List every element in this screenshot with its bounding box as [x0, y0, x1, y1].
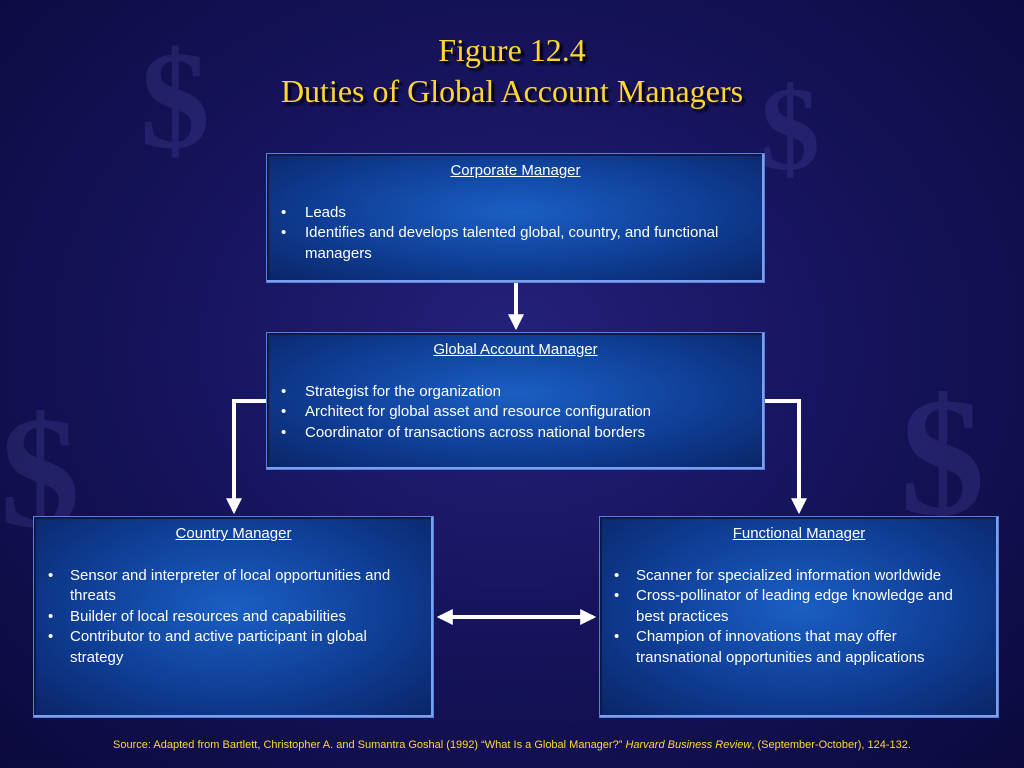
box-heading: Global Account Manager	[433, 341, 598, 358]
list-item: • Cross-pollinator of leading edge knowle…	[614, 586, 984, 627]
bullet-icon: •	[281, 423, 287, 441]
duty-text: Leads	[305, 203, 346, 221]
country-manager-box: Country Manager • Sensor and interpreter …	[33, 516, 434, 718]
bullet-icon: •	[281, 203, 287, 221]
box-heading: Corporate Manager	[450, 162, 581, 179]
duty-text: Scanner for specialized information worl…	[636, 566, 942, 584]
list-item: • Builder of local resources and capabili…	[48, 607, 419, 628]
bullet-icon: •	[614, 566, 620, 584]
duty-text: Contributor to and active participant in…	[70, 628, 367, 666]
duty-text: Builder of local resources and capabilit…	[70, 607, 346, 625]
bullet-icon: •	[48, 566, 54, 584]
bullet-icon: •	[48, 628, 54, 645]
duty-list: • Strategist for the organization • Archit…	[281, 382, 750, 444]
list-item: • Contributor to and active participant i…	[48, 627, 419, 668]
arrow-global-to-country	[226, 399, 266, 515]
bullet-icon: •	[614, 628, 620, 645]
duty-text: Strategist for the organization	[305, 382, 501, 400]
duty-text: Cross-pollinator of leading edge knowled…	[636, 587, 953, 625]
list-item: • Scanner for specialized information wor…	[614, 566, 984, 587]
duty-list: • Scanner for specialized information wor…	[614, 566, 984, 669]
list-item: • Architect for global asset and resource…	[281, 402, 750, 423]
duty-list: • Sensor and interpreter of local opportu…	[48, 566, 419, 669]
bullet-icon: •	[281, 224, 287, 241]
list-item: • Identifies and develops talented global…	[281, 223, 750, 264]
figure-number: Figure 12.4	[438, 32, 586, 68]
duty-text: Architect for global asset and resource …	[305, 403, 652, 420]
box-heading: Country Manager	[175, 525, 292, 542]
corporate-manager-box: Corporate Manager • Leads • Identifies and…	[266, 153, 765, 283]
box-heading: Functional Manager	[732, 525, 866, 542]
list-item: • Strategist for the organization	[281, 382, 750, 403]
list-item: • Champion of innovations that may offer …	[614, 627, 984, 668]
duty-list: • Leads • Identifies and develops talented…	[281, 203, 750, 265]
duty-text: Coordinator of transactions across natio…	[305, 423, 646, 441]
source-text: Source: Adapted from Bartlett, Christoph…	[113, 739, 623, 751]
bullet-icon: •	[48, 607, 54, 625]
source-citation: Source: Adapted from Bartlett, Christoph…	[0, 738, 1024, 752]
bullet-icon: •	[281, 403, 287, 420]
source-journal: Harvard Business Review	[625, 739, 752, 751]
bullet-icon: •	[281, 382, 287, 400]
duty-text: Champion of innovations that may offer t…	[636, 628, 925, 666]
list-item: • Leads	[281, 203, 750, 224]
global-account-manager-box: Global Account Manager • Strategist for t…	[266, 332, 765, 470]
duty-text: Identifies and develops talented global,…	[305, 224, 719, 262]
functional-manager-box: Functional Manager • Scanner for speciali…	[599, 516, 999, 718]
figure-title: Figure 12.4 Duties of Global Account Man…	[0, 30, 1024, 112]
source-details: , (September-October), 124-132.	[751, 739, 911, 751]
bullet-icon: •	[614, 587, 620, 604]
list-item: • Coordinator of transactions across nati…	[281, 423, 750, 444]
list-item: • Sensor and interpreter of local opportu…	[48, 566, 419, 607]
arrow-global-to-functional	[765, 399, 807, 515]
duty-text: Sensor and interpreter of local opportun…	[70, 566, 391, 605]
figure-caption: Duties of Global Account Managers	[280, 73, 744, 109]
